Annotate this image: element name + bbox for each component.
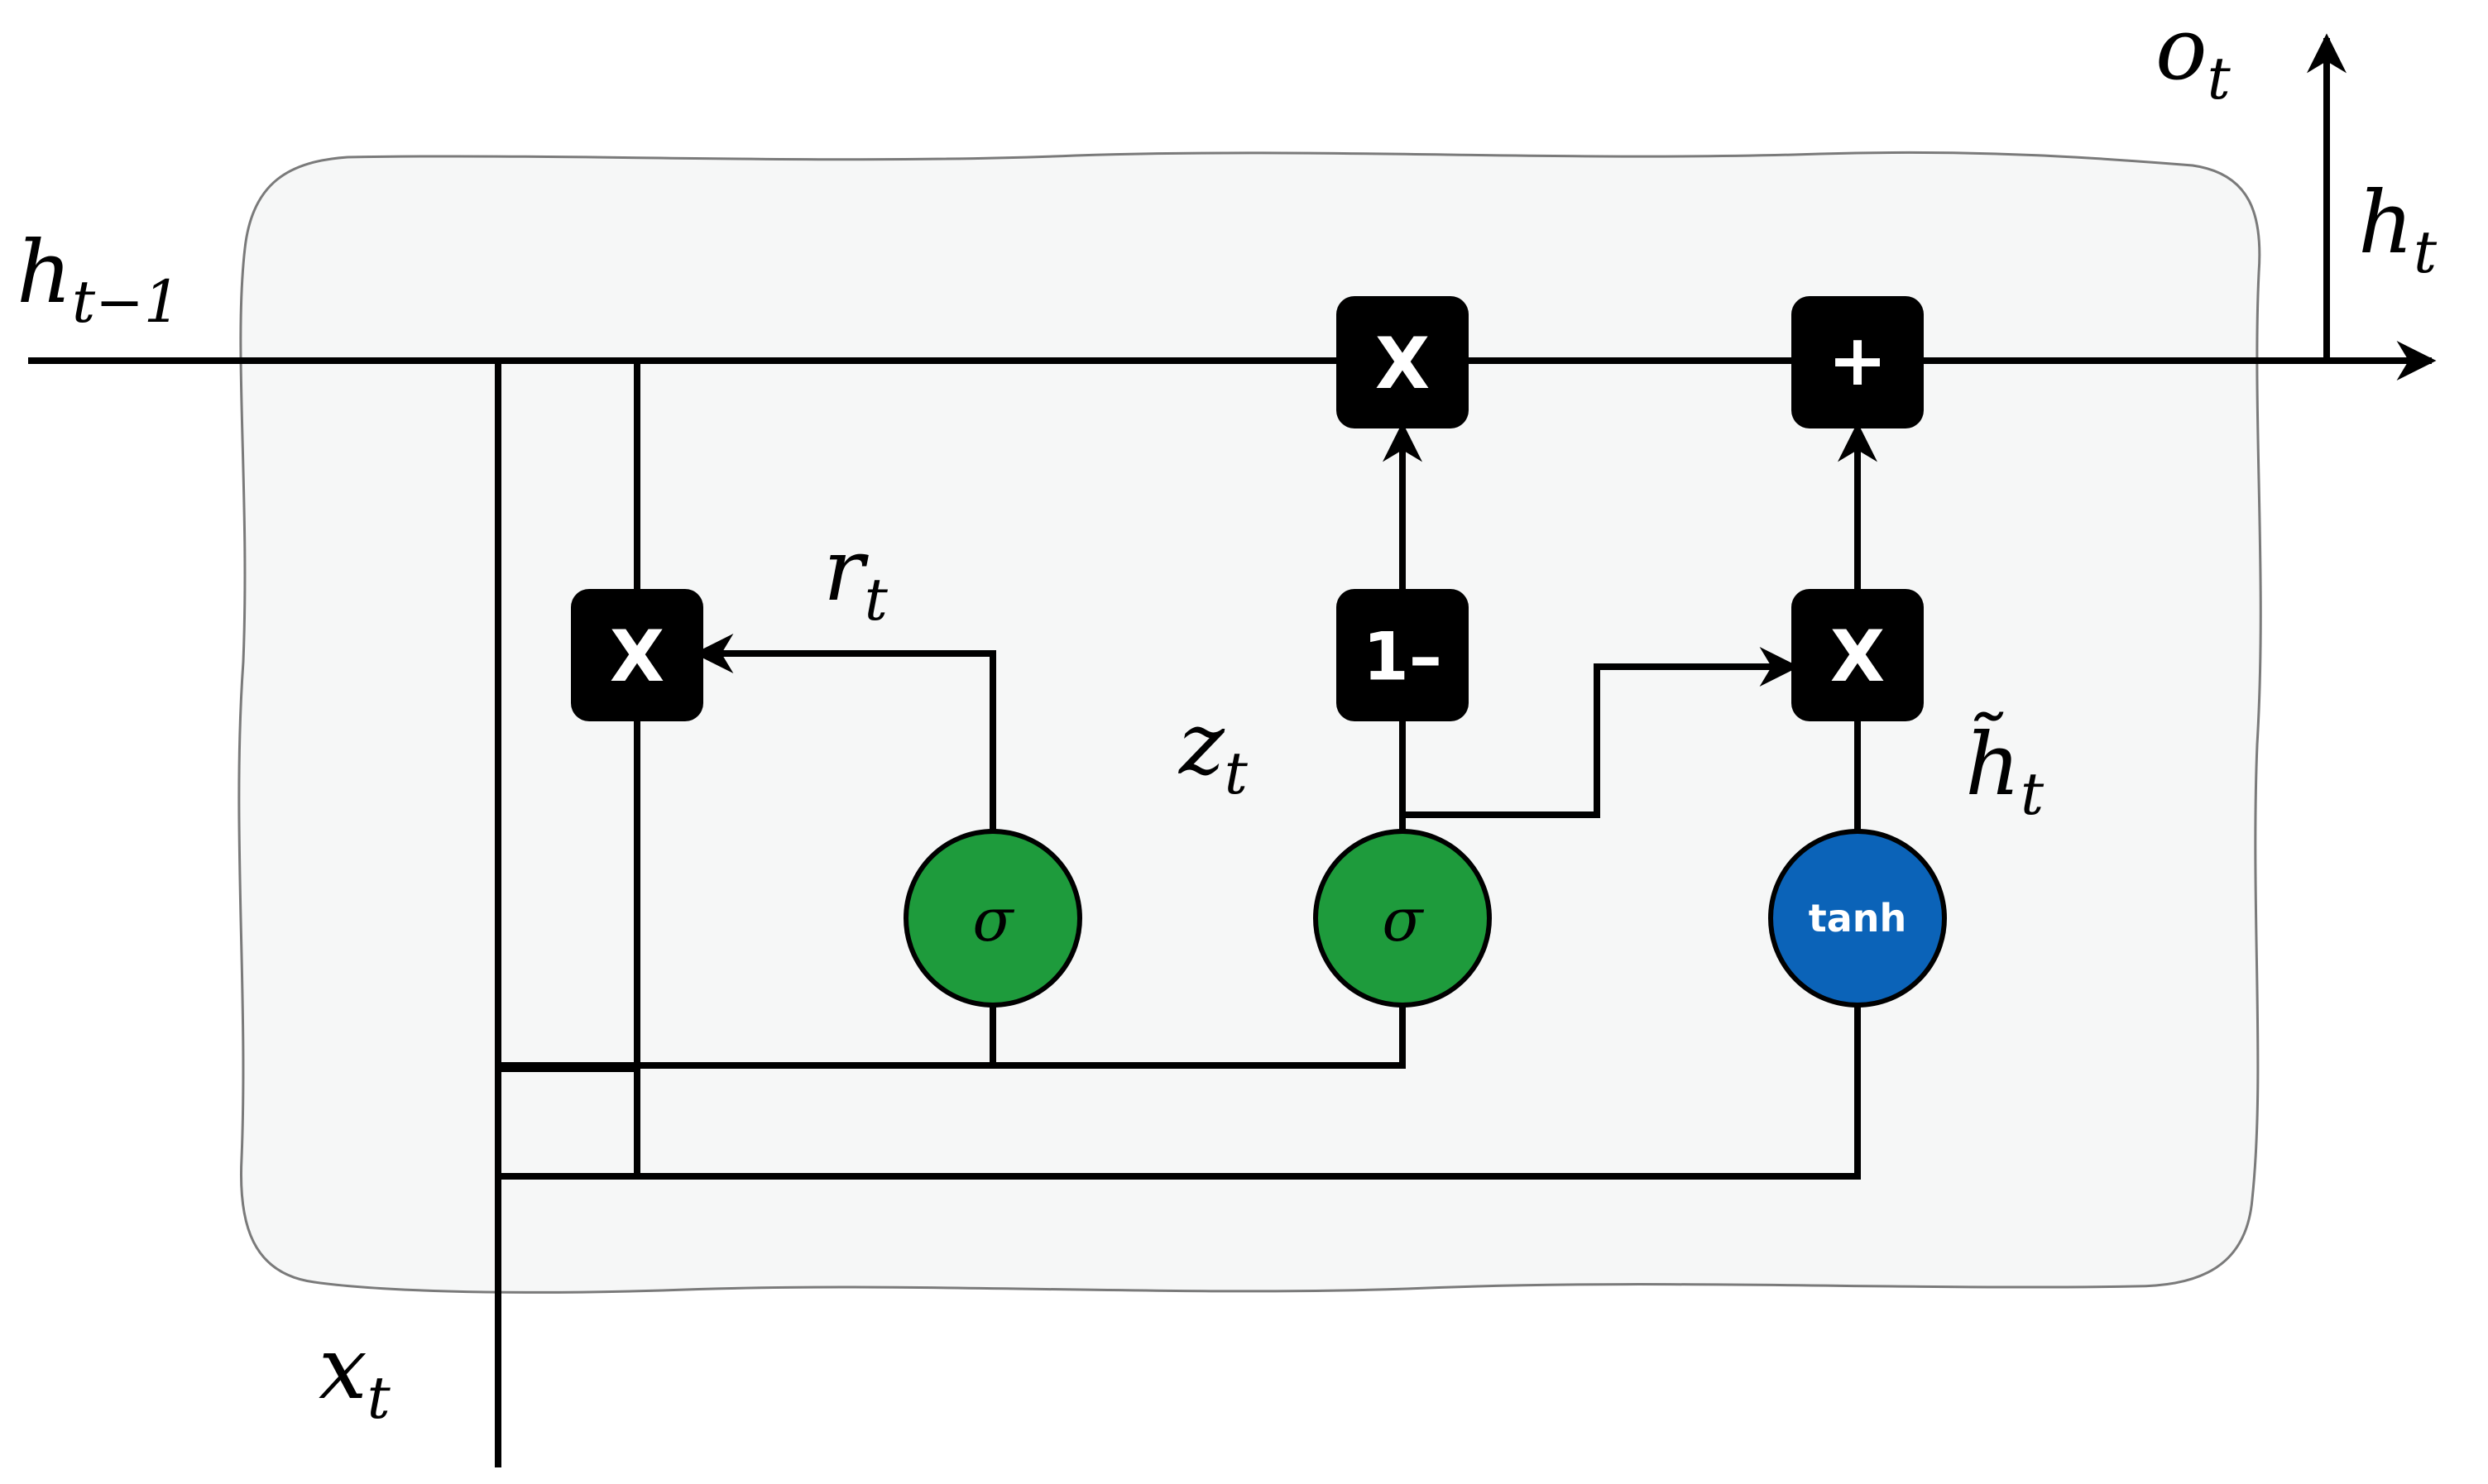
h-tilde-label: h̃t: [1965, 711, 2045, 828]
update-gate-symbol: σ: [1382, 885, 1424, 955]
h-out-main: h: [2358, 172, 2414, 273]
add-label: +: [1828, 319, 1887, 402]
candidate-multiply-label: X: [1830, 615, 1885, 698]
x-subscript: t: [367, 1364, 391, 1432]
add-op: +: [1791, 296, 1924, 428]
h-out-label: ht: [2358, 172, 2438, 286]
candidate-gate: tanh: [1768, 829, 1947, 1008]
update-gate: σ: [1313, 829, 1492, 1008]
reset-gate: σ: [904, 829, 1082, 1008]
o-subscript: t: [2208, 45, 2232, 112]
reset-multiply-label: X: [610, 615, 664, 698]
z-label: zt: [1177, 693, 1249, 807]
o-label: ot: [2155, 0, 2232, 112]
h-prev-label: ht−1: [17, 222, 180, 336]
h-tilde-main: h̃: [1965, 711, 2021, 815]
one-minus-label: 1–: [1363, 619, 1442, 696]
tanh-gate-label: tanh: [1809, 896, 1907, 941]
z-subscript: t: [1225, 740, 1249, 807]
update-signal-branch: [1399, 647, 1800, 818]
reset-signal: [693, 634, 996, 868]
reset-gate-symbol: σ: [972, 885, 1014, 955]
h-tilde-subscript: t: [2021, 760, 2045, 828]
gru-cell-boundary: [237, 151, 2262, 1294]
r-subscript: t: [865, 566, 889, 634]
update-multiply-op: X: [1336, 296, 1469, 428]
h-prev-subscript: t−1: [72, 268, 180, 336]
h-out-subscript: t: [2414, 218, 2438, 286]
r-label: rt: [823, 519, 889, 634]
o-main: o: [2155, 0, 2208, 99]
r-main: r: [823, 519, 869, 620]
h-prev-main: h: [17, 222, 72, 323]
candidate-multiply-op: X: [1791, 589, 1924, 721]
z-main: z: [1177, 693, 1225, 794]
update-multiply-label: X: [1375, 323, 1430, 405]
reset-multiply-op: X: [571, 589, 703, 721]
x-main: x: [319, 1318, 367, 1419]
x-label: xt: [319, 1318, 391, 1432]
one-minus-op: 1–: [1336, 589, 1469, 721]
